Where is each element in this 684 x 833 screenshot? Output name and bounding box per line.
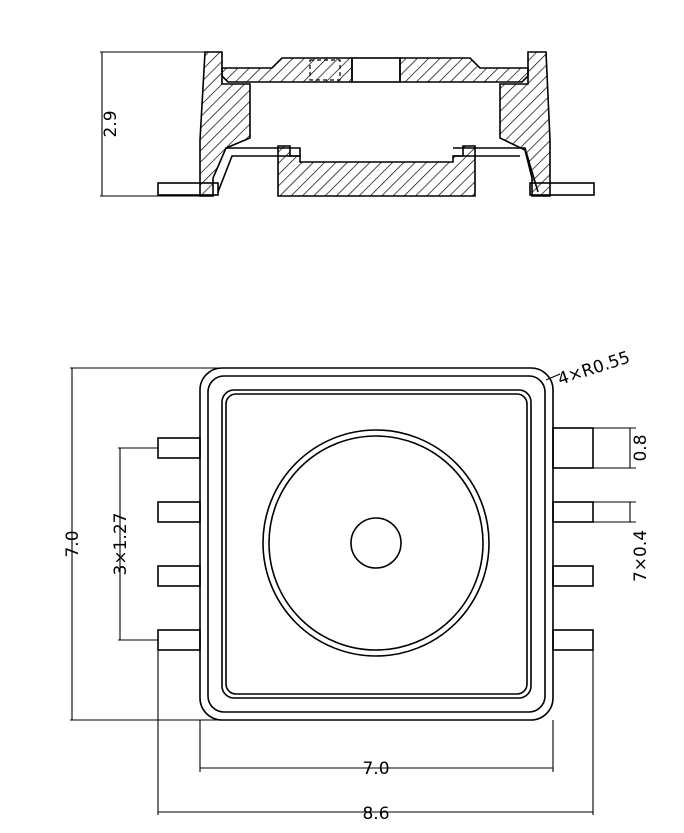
package-body: [199, 367, 554, 721]
right-outer-lead: [529, 182, 595, 196]
radius-leader: [545, 373, 561, 381]
left-lead-3: [157, 565, 201, 587]
lid-outline: [221, 389, 532, 699]
lead-count-label: 7×0.4: [631, 530, 651, 582]
right-lead-2: [552, 501, 594, 523]
lid-left: [221, 57, 353, 83]
diaphragm-outer: [262, 429, 490, 657]
diaphragm-inner: [268, 435, 484, 651]
body-width-label: 7.0: [362, 759, 389, 779]
lid-port: [351, 57, 401, 83]
pitch-label: 3×1.27: [111, 513, 131, 576]
left-lead-2: [157, 501, 201, 523]
body-rim: [207, 375, 546, 713]
right-lead-3: [552, 565, 594, 587]
pin-width-label: 0.8: [631, 434, 651, 461]
total-width-label: 8.6: [362, 804, 389, 824]
die-pad: [277, 145, 476, 197]
right-wall: [499, 51, 551, 197]
lid-inner: [225, 393, 528, 695]
right-lead-4: [552, 629, 594, 651]
radius-label: 4×R0.55: [555, 348, 632, 390]
top-view: 4×R0.55 0.8 7×0.4 3×1.27 7.0 7.0 8.6: [63, 348, 651, 824]
lid-right: [399, 57, 529, 83]
pressure-port: [350, 517, 402, 569]
height-label: 2.9: [101, 110, 121, 137]
right-lead-1: [552, 427, 594, 469]
left-outer-lead: [157, 182, 219, 196]
side-view: 2.9: [100, 51, 595, 197]
left-lead-1: [157, 437, 201, 459]
body-height-label: 7.0: [63, 530, 83, 557]
lid-dashed-zone: [309, 59, 341, 81]
left-lead-4: [157, 629, 201, 651]
